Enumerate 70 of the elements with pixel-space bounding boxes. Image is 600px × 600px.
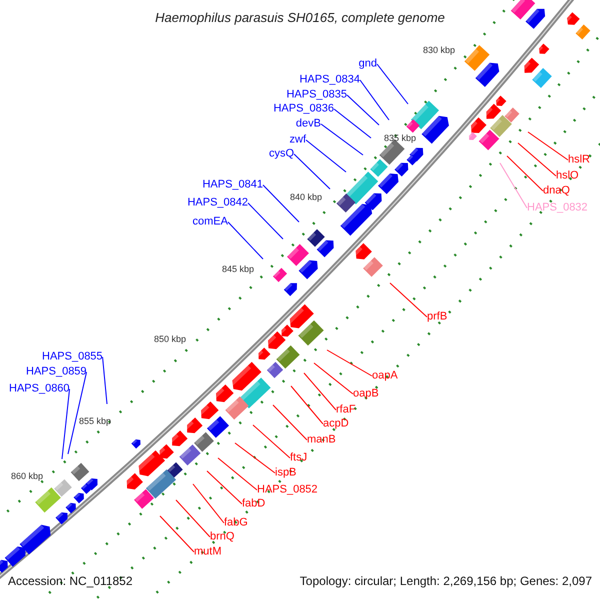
leader-line xyxy=(320,124,364,156)
gene-label: fabG xyxy=(224,516,248,530)
leader-line xyxy=(518,142,556,176)
gene-label: mutM xyxy=(194,546,222,558)
position-label: 835 kbp xyxy=(384,133,416,143)
gene-label: fabD xyxy=(242,498,266,510)
leader-line xyxy=(360,80,390,120)
gene-label: HAPS_0841 xyxy=(202,178,263,192)
gene-label: zwf xyxy=(290,134,306,146)
leader-line xyxy=(306,140,346,172)
gene-label: ftsJ xyxy=(290,452,308,464)
leader-line xyxy=(206,470,242,504)
gene-label: brnQ xyxy=(210,530,234,544)
leader-line xyxy=(218,458,258,490)
gene-label: oapA xyxy=(372,370,398,382)
leader-line xyxy=(192,484,224,524)
gene-label: HAPS_0834 xyxy=(299,74,360,86)
leader-line xyxy=(376,64,408,104)
gene-label: HAPS_0852 xyxy=(257,484,318,496)
position-label: 860 kbp xyxy=(10,471,44,481)
gene-label: devB xyxy=(296,118,321,130)
gene-label: HAPS_0836 xyxy=(273,102,334,116)
leader-line xyxy=(160,516,194,552)
position-label: 840 kbp xyxy=(290,192,322,202)
gene-label: prfB xyxy=(427,310,448,324)
gene-label: HAPS_0835 xyxy=(286,88,347,102)
position-label: 855 kbp xyxy=(78,416,112,426)
leader-line xyxy=(334,108,372,138)
genome-stats-text: Topology: circular; Length: 2,269,156 bp; Genes: 2,097 xyxy=(300,574,592,588)
leader-line xyxy=(346,94,380,126)
map-title: Haemophilus parasuis SH0165, complete genome xyxy=(154,10,446,25)
leader-line xyxy=(234,442,276,474)
gene-label: HAPS_0855 xyxy=(42,350,103,364)
position-label: 845 kbp xyxy=(222,264,254,274)
gene-label: ispB xyxy=(275,466,296,480)
leader-line xyxy=(294,154,330,190)
gene-label: acpD xyxy=(323,418,349,430)
gene-label: hslO xyxy=(556,170,579,182)
leader-line xyxy=(528,132,568,160)
gene-label: oapB xyxy=(353,388,379,400)
leader-line xyxy=(314,362,354,394)
gene-label: rfaF xyxy=(336,404,356,416)
position-label: 850 kbp xyxy=(154,334,186,344)
gene-label: HAPS_0860 xyxy=(9,382,70,396)
gene-label: HAPS_0832 xyxy=(527,202,588,214)
leader-line xyxy=(272,404,308,440)
leader-line xyxy=(252,424,290,458)
leader-line xyxy=(176,500,210,538)
gene-label: HAPS_0859 xyxy=(26,366,87,378)
accession-text: Accession: NC_011852 xyxy=(8,574,133,588)
gene-label: cysQ xyxy=(268,148,294,160)
leader-line xyxy=(326,350,372,376)
leader-line xyxy=(248,202,284,240)
leader-line xyxy=(290,386,324,424)
gene-label: comEA xyxy=(192,216,228,228)
leader-line xyxy=(228,222,264,260)
gene-label: dnaQ xyxy=(543,184,570,198)
leader-line xyxy=(68,372,88,454)
position-label: 830 kbp xyxy=(422,45,456,55)
leader-line xyxy=(262,184,300,222)
gene-label: HAPS_0842 xyxy=(187,196,248,210)
gene-label: manB xyxy=(307,434,336,446)
leader-line xyxy=(102,356,108,404)
leader-line xyxy=(62,388,70,460)
leader-line xyxy=(500,162,528,208)
leader-line xyxy=(304,372,336,410)
gene-label: hslR xyxy=(568,154,590,166)
leader-line xyxy=(506,156,544,192)
gene-label: gnd xyxy=(358,58,377,70)
leader-line xyxy=(390,282,428,318)
